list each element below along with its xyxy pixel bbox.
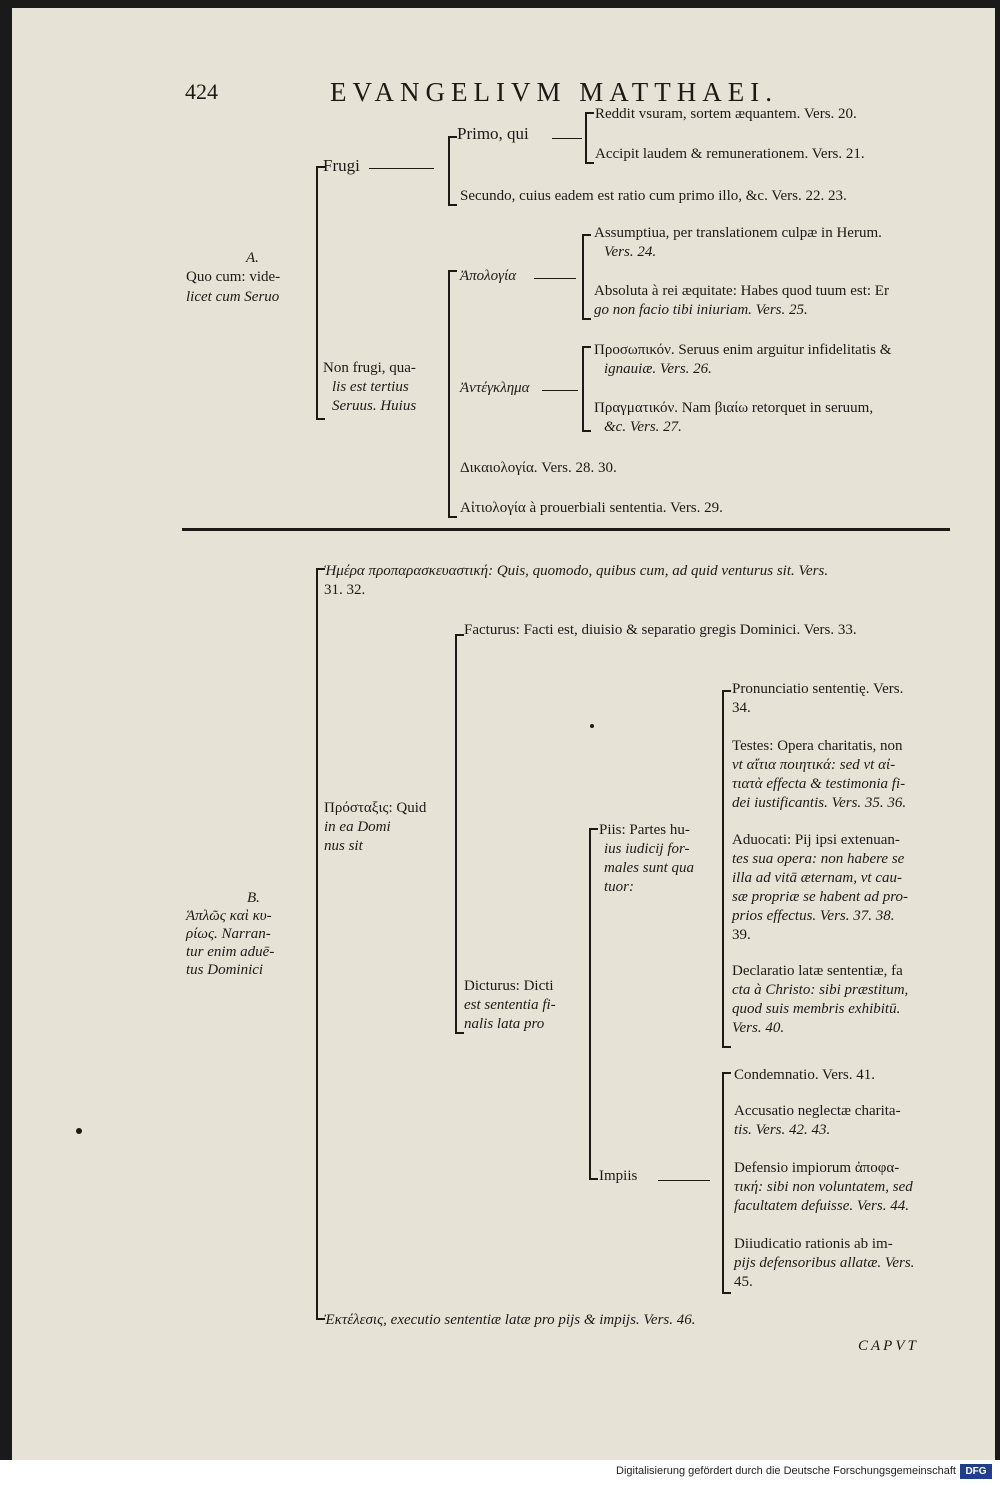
apologia-item-line: Absoluta à rei æquitate: Habes quod tuum…: [594, 283, 889, 299]
piis-label-line: males sunt qua: [604, 860, 694, 876]
impiis-item-line: Condemnatio. Vers. 41.: [734, 1067, 875, 1083]
page-number: 424: [185, 79, 218, 104]
piis-item-line: vt αἴτια ποιητικά: sed vt αἰ-: [732, 757, 896, 773]
prostaxis-line: Πρόσταξις: Quid: [324, 800, 427, 816]
non-frugi-label-line: Non frugi, qua-: [323, 360, 416, 376]
non-frugi-label-line: Seruus. Huius: [332, 398, 417, 414]
dikaiologia-item: Δικαιολογία. Vers. 28. 30.: [460, 460, 617, 476]
brace-dicturus: [589, 828, 591, 1180]
antenklema-item-line: Πραγματικόν. Nam βιαίω retorquet in seru…: [594, 400, 874, 416]
brace-antenklema: [582, 346, 584, 432]
impiis-item-line: τική: sibi non voluntatem, sed: [734, 1179, 913, 1195]
non-frugi-label-line: lis est tertius: [332, 379, 409, 395]
book-page: 424 EVANGELIVM MATTHAEI. A. Quo cum: vid…: [12, 8, 995, 1460]
apologia-label: Ἀπολογία: [460, 268, 517, 284]
piis-item-line: Vers. 40.: [732, 1020, 785, 1036]
catchword: CAPVT: [858, 1338, 919, 1354]
piis-item-line: illa ad vitā æternam, vt cau-: [732, 870, 902, 886]
piis-label-line: tuor:: [604, 879, 634, 895]
piis-item-line: quod suis membris exhibitū.: [732, 1001, 901, 1017]
section-b-label-line: tus Dominici: [186, 962, 264, 978]
section-divider: [182, 528, 950, 531]
running-title: EVANGELIVM MATTHAEI.: [330, 77, 778, 107]
prostaxis-line: in ea Domi: [324, 819, 391, 835]
brace-frugi: [448, 136, 450, 206]
brace-apologia: [582, 234, 584, 320]
primo-item: Accipit laudem & remunerationem. Vers. 2…: [595, 146, 865, 162]
brace-primo: [585, 112, 587, 164]
brace-prostaxis: [455, 634, 457, 1034]
piis-item-line: dei iustificantis. Vers. 35. 36.: [732, 795, 907, 811]
hemera-line: Ἡμέρα προπαρασκευαστική: Quis, quomodo, …: [324, 563, 829, 579]
piis-item-line: sæ propriæ se habent ad pro-: [732, 889, 908, 905]
apologia-item-line: go non facio tibi iniuriam. Vers. 25.: [594, 302, 808, 318]
secundo-item: Secundo, cuius eadem est ratio cum primo…: [460, 188, 847, 204]
dicturus-line: est sententia fi-: [464, 997, 556, 1013]
dicturus-line: Dicturus: Dicti: [464, 978, 554, 994]
piis-label-line: Piis: Partes hu-: [599, 822, 690, 838]
primo-item: Reddit vsuram, sortem æquantem. Vers. 20…: [595, 106, 857, 122]
piis-item-line: Pronunciatio sententię. Vers.: [732, 681, 904, 697]
frugi-label: Frugi: [323, 156, 360, 175]
section-a-label-line: Quo cum: vide-: [186, 269, 281, 285]
impiis-item-line: tis. Vers. 42. 43.: [734, 1122, 831, 1138]
impiis-item-line: pijs defensoribus allatæ. Vers.: [734, 1255, 915, 1271]
antenklema-label: Ἀντέγκλημα: [460, 380, 530, 396]
piis-item-line: 34.: [732, 700, 751, 716]
section-b-label-line: ρίως. Narran-: [186, 926, 271, 942]
facturus-item: Facturus: Facti est, diuisio & separatio…: [464, 622, 857, 638]
section-b-letter: B.: [247, 890, 260, 906]
section-b-label-line: tur enim aduē-: [186, 944, 275, 960]
brace-non-frugi: [448, 270, 450, 518]
section-b-label-line: Ἁπλῶς καὶ κυ-: [186, 908, 272, 924]
antenklema-item-line: &c. Vers. 27.: [604, 419, 682, 435]
antenklema-item-line: Προσωπικόν. Seruus enim arguitur infidel…: [594, 342, 892, 358]
dfg-logo: DFG: [960, 1464, 992, 1479]
impiis-item-line: Accusatio neglectæ charita-: [734, 1103, 901, 1119]
execution-item: Ἐκτέλεσις, executio sententiæ latæ pro p…: [324, 1312, 696, 1328]
brace-a: [316, 166, 318, 420]
impiis-label: Impiis: [599, 1168, 638, 1184]
prostaxis-line: nus sit: [324, 838, 363, 854]
ink-dot: [590, 724, 594, 728]
impiis-item-line: 45.: [734, 1274, 753, 1290]
footer-bar: Digitalisierung gefördert durch die Deut…: [0, 1460, 1000, 1485]
primo-label: Primo, qui: [457, 124, 529, 143]
dicturus-line: nalis lata pro: [464, 1016, 545, 1032]
ink-dot: [76, 1128, 82, 1134]
piis-item-line: Aduocati: Pij ipsi extenuan-: [732, 832, 900, 848]
section-a-label-line: licet cum Seruo: [186, 289, 280, 305]
impiis-item-line: Diiudicatio rationis ab im-: [734, 1236, 893, 1252]
piis-label-line: ius iudicij for-: [604, 841, 690, 857]
piis-item-line: 39.: [732, 927, 751, 943]
piis-item-line: Testes: Opera charitatis, non: [732, 738, 903, 754]
brace-b: [316, 568, 318, 1320]
antenklema-item-line: ignauiæ. Vers. 26.: [604, 361, 712, 377]
brace-impiis: [722, 1072, 724, 1294]
aitiologia-item: Αἰτιολογία à prouerbiali sententia. Vers…: [460, 500, 723, 516]
piis-item-line: τιατὰ effecta & testimonia fi-: [732, 776, 906, 792]
footer-credit: Digitalisierung gefördert durch die Deut…: [616, 1465, 956, 1477]
impiis-item-line: Defensio impiorum ἀποφα-: [734, 1160, 900, 1176]
section-a-letter: A.: [246, 250, 259, 266]
piis-item-line: tes sua opera: non habere se: [732, 851, 905, 867]
piis-item-line: cta à Christo: sibi præstitum,: [732, 982, 909, 998]
piis-item-line: prios effectus. Vers. 37. 38.: [732, 908, 895, 924]
apologia-item-line: Vers. 24.: [604, 244, 657, 260]
apologia-item-line: Assumptiua, per translationem culpæ in H…: [594, 225, 882, 241]
impiis-item-line: facultatem defuisse. Vers. 44.: [734, 1198, 909, 1214]
brace-piis: [722, 690, 724, 1048]
hemera-line: 31. 32.: [324, 582, 366, 598]
piis-item-line: Declaratio latæ sententiæ, fa: [732, 963, 903, 979]
